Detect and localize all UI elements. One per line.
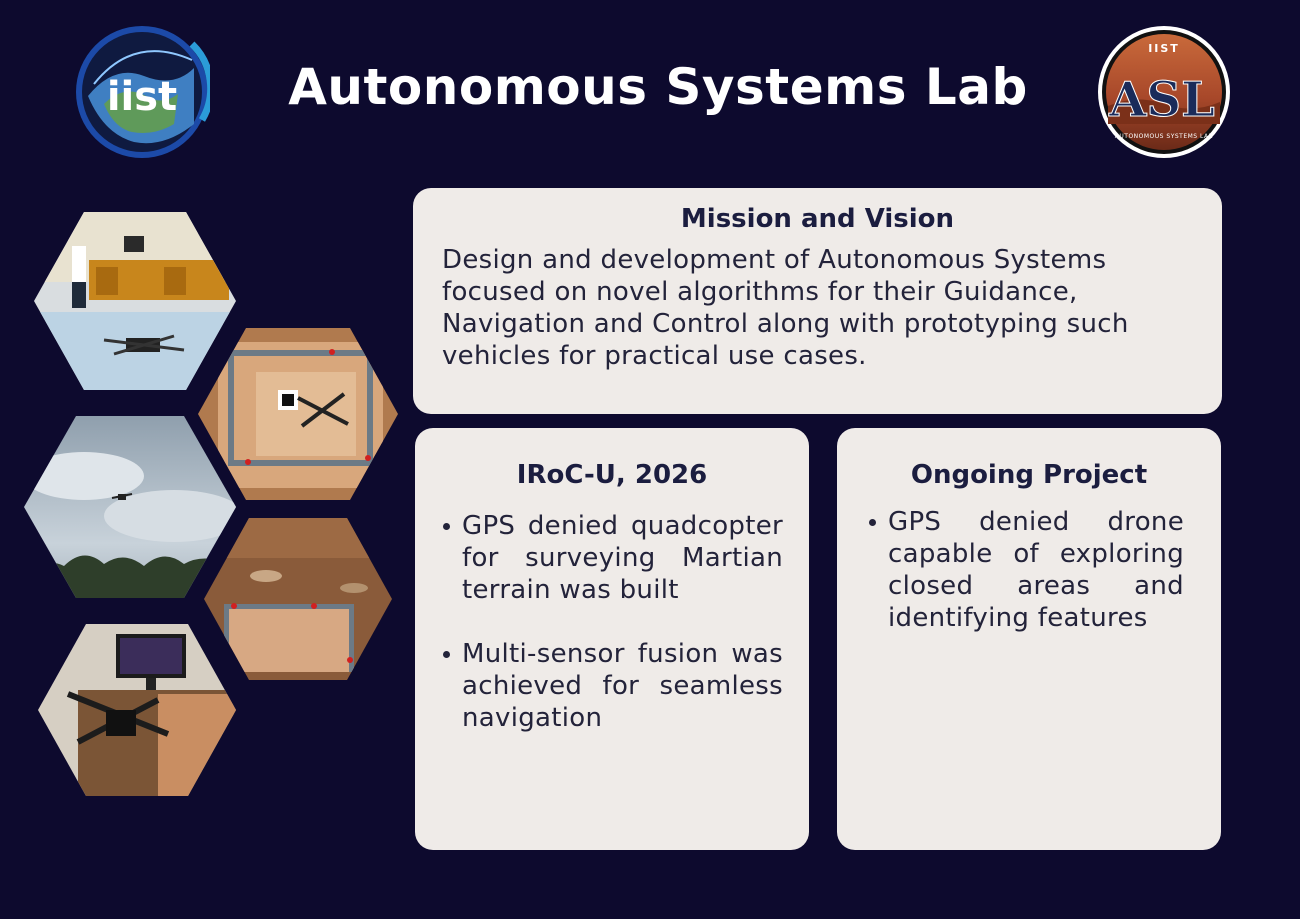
iroc-card: IRoC-U, 2026 GPS denied quadcopter for s…: [415, 428, 809, 850]
iroc-bullet-list: GPS denied quadcopter for surveying Mart…: [443, 510, 783, 734]
drone-workbench-photo: [38, 624, 236, 796]
list-item: Multi-sensor fusion was achieved for sea…: [443, 638, 783, 734]
test-arena-photo: [198, 328, 398, 500]
mission-heading: Mission and Vision: [680, 204, 955, 234]
asl-logo-icon: IIST ASL AUTONOMOUS SYSTEMS LAB: [1096, 24, 1232, 160]
mission-card: Mission and Vision Design and developmen…: [413, 188, 1222, 414]
list-item: GPS denied quadcopter for surveying Mart…: [443, 510, 783, 606]
drone-in-sky-photo: [24, 416, 236, 598]
svg-text:AUTONOMOUS SYSTEMS LAB: AUTONOMOUS SYSTEMS LAB: [1115, 133, 1213, 140]
ongoing-heading: Ongoing Project: [910, 460, 1148, 490]
bullet-icon: [869, 519, 876, 526]
svg-text:iist: iist: [107, 74, 177, 120]
ongoing-card: Ongoing Project GPS denied drone capable…: [837, 428, 1221, 850]
mars-terrain-arena-photo: [204, 518, 392, 680]
iist-logo-icon: iist: [74, 24, 215, 160]
bullet-icon: [443, 523, 450, 530]
iroc-heading: IRoC-U, 2026: [516, 460, 708, 490]
ongoing-bullet-list: GPS denied drone capable of exploring cl…: [869, 506, 1184, 634]
page-title: Autonomous Systems Lab: [288, 58, 1028, 116]
bullet-icon: [443, 651, 450, 658]
iist-logo-text: iist: [107, 74, 177, 120]
list-item: GPS denied drone capable of exploring cl…: [869, 506, 1184, 634]
mission-body: Design and development of Autonomous Sys…: [442, 245, 1129, 371]
svg-text:ASL: ASL: [1108, 72, 1215, 128]
lab-drone-photo: [34, 212, 236, 390]
svg-text:IIST: IIST: [1148, 42, 1180, 55]
